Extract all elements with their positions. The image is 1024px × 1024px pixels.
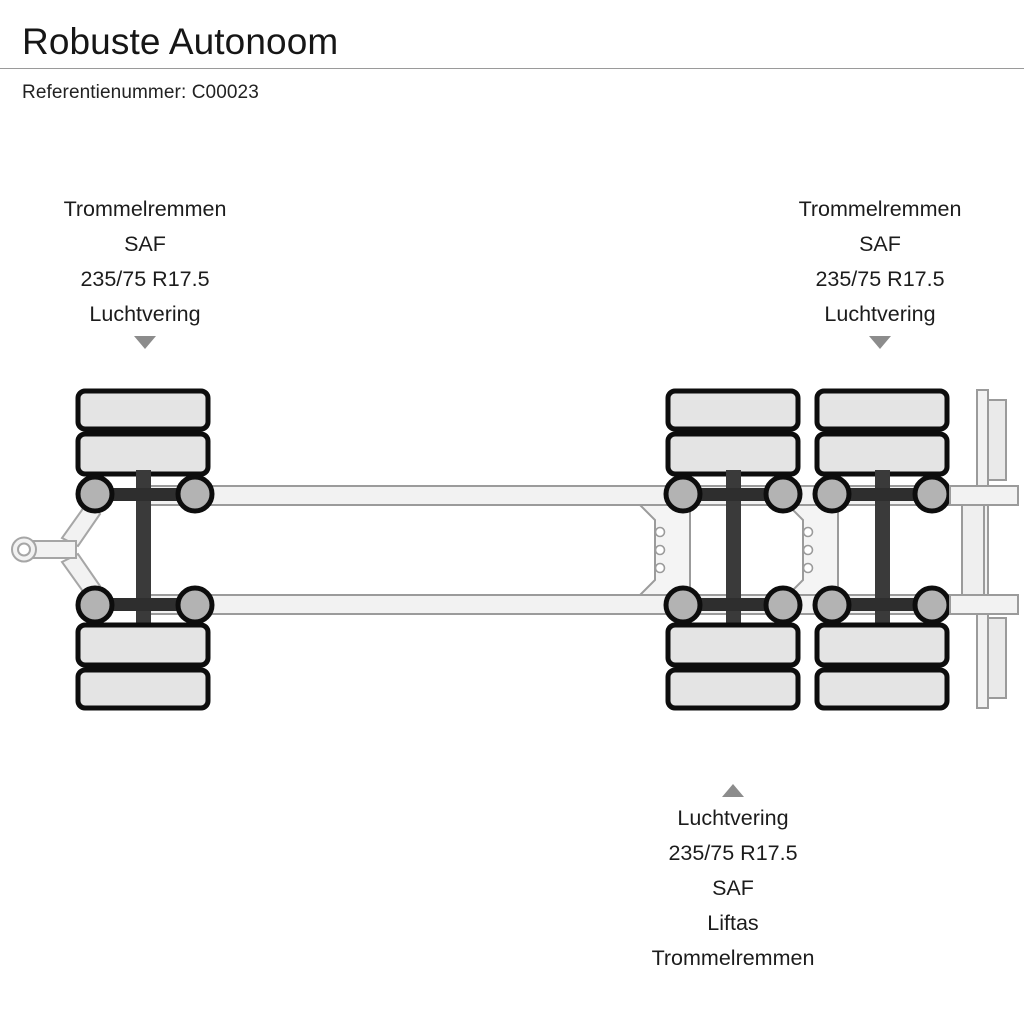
hub-rear1-right-top [763,474,803,514]
hub-front-left-bottom [75,585,115,625]
frame-hole [654,544,666,556]
rear-light-upper [987,399,1007,481]
axle-shaft-rear1-bottom [683,598,783,611]
axle-group-rear-2 [812,391,952,711]
frame-hole [654,562,666,574]
spec-line-brand: SAF [859,232,901,256]
trailer-top-view-svg [11,360,1019,711]
tire-pair-rear1-top [668,391,798,474]
tire-pair-rear2-top [817,391,947,474]
spec-line-suspension: Luchtvering [824,302,936,326]
hub-rear2-left-bottom [812,585,852,625]
spec-line-brand: SAF [124,232,166,256]
rear-light-lower [987,617,1007,699]
tire-pair-front-top [78,391,208,474]
tow-eye-inner [17,542,31,557]
rear-rail-extension-lower [949,594,1019,615]
hub-rear2-right-bottom [912,585,952,625]
front-axle-spec-left: Trommelremmen SAF 235/75 R17.5 Luchtveri… [10,192,280,349]
axle-beam-vertical-front [136,470,151,630]
axle-group-rear-1 [663,391,803,711]
axle-shaft-rear1-top [683,488,783,501]
triangle-down-icon [134,336,156,349]
triangle-down-icon [869,336,891,349]
spec-line-tyresize: 235/75 R17.5 [668,841,798,865]
spec-line-brakes: Trommelremmen [798,197,962,221]
tire-pair-rear1-bottom [665,622,801,711]
triangle-up-icon [722,784,744,797]
hub-rear1-left-top [663,474,703,514]
spec-line-brakes: Trommelremmen [63,197,227,221]
axle-shaft-rear2-bottom [832,598,932,611]
rear-center-member [961,504,985,596]
rear-end-structure [949,389,1019,709]
rear-axle-spec: Luchtvering 235/75 R17.5 SAF Liftas Trom… [588,784,878,976]
rear-rail-extension-upper [949,485,1019,506]
frame-hole [654,526,666,538]
hub-rear1-left-bottom [663,585,703,625]
page-header: Robuste Autonoom Referentienummer: C0002… [0,0,1024,104]
title-divider [0,68,1024,69]
frame-hole [802,526,814,538]
axle-group-front [75,391,215,711]
tire-pair-front-bottom [75,622,211,711]
reference-number: Referentienummer: C00023 [22,82,259,103]
hub-front-right-bottom [175,585,215,625]
spec-line-suspension: Luchtvering [677,806,789,830]
hub-front-left-top [75,474,115,514]
frame-hole [802,544,814,556]
axle-shaft-rear2-top [832,488,932,501]
page-title: Robuste Autonoom [22,21,339,62]
axle-beam-vertical-rear-2 [875,470,890,630]
spec-line-brand: SAF [712,876,754,900]
axle-shaft-front-bottom [95,598,195,611]
spec-line-suspension: Luchtvering [89,302,201,326]
hub-rear1-right-bottom [763,585,803,625]
spec-line-brakes: Trommelremmen [651,946,815,970]
axle-shaft-front-top [95,488,195,501]
spec-line-liftaxle: Liftas [707,911,759,935]
hub-rear2-left-top [812,474,852,514]
hub-rear2-right-top [912,474,952,514]
spec-line-tyresize: 235/75 R17.5 [815,267,945,291]
tire-pair-rear2-bottom [814,622,950,711]
frame-hole [802,562,814,574]
trailer-diagram [0,360,1024,740]
spec-line-tyresize: 235/75 R17.5 [80,267,210,291]
hub-front-right-top [175,474,215,514]
front-axle-spec-right: Trommelremmen SAF 235/75 R17.5 Luchtveri… [745,192,1015,349]
axle-beam-vertical-rear-1 [726,470,741,630]
